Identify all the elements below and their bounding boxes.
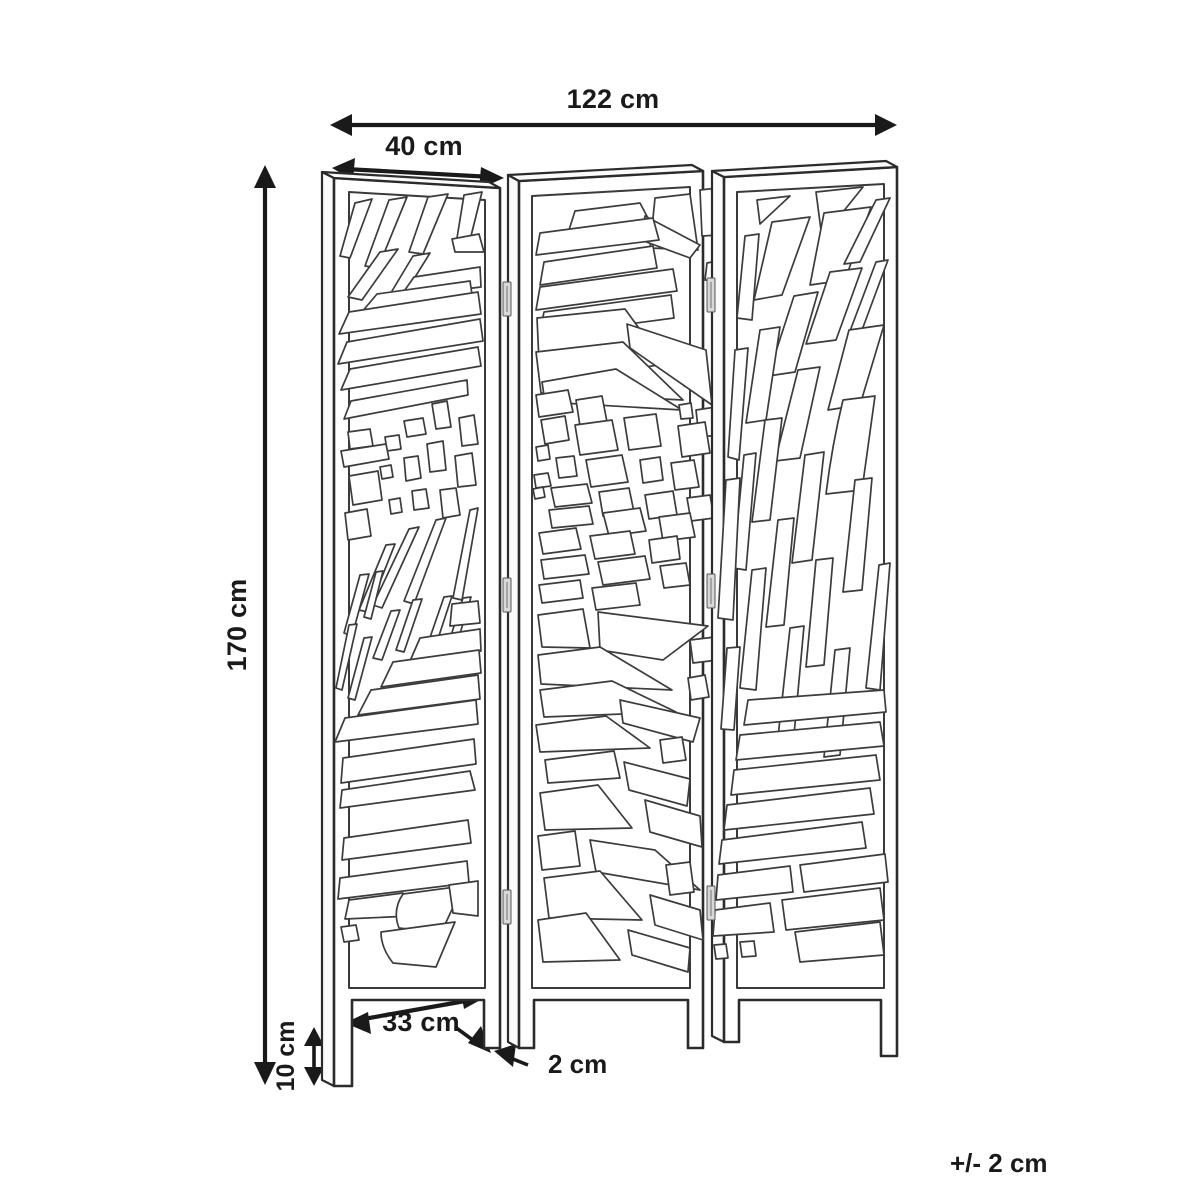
left-panel xyxy=(320,170,502,1088)
dimension-overall-height-label: 170 cm xyxy=(222,579,252,672)
hinge-center-right-upper xyxy=(706,277,716,313)
tolerance-note: +/- 2 cm xyxy=(950,1148,1048,1178)
dimension-panel-thickness-label: 2 cm xyxy=(548,1049,607,1079)
dimension-leg-span: 33 cm xyxy=(345,987,484,1037)
left-panel-side-edge xyxy=(320,170,336,1088)
hinge-left-center-upper xyxy=(502,281,512,317)
dimension-overall-width-label: 122 cm xyxy=(567,84,660,114)
center-panel xyxy=(506,163,722,1050)
dimension-leg-height: 10 cm xyxy=(272,1021,324,1092)
center-panel-inner-frame xyxy=(531,186,691,989)
dimension-leg-span-label: 33 cm xyxy=(382,1007,460,1037)
right-panel-inner-frame xyxy=(736,183,885,989)
hinge-left-center-lower xyxy=(502,889,512,925)
dimension-panel-width-label: 40 cm xyxy=(385,131,463,161)
hinge-center-right-lower xyxy=(706,885,716,921)
center-panel-top-bevel xyxy=(506,163,705,183)
hinge-center-right-middle xyxy=(706,573,716,609)
hinge-left-center-middle xyxy=(502,577,512,613)
left-panel-top-bevel xyxy=(320,170,502,190)
dimension-panel-thickness: 2 cm xyxy=(453,1025,607,1079)
right-panel xyxy=(710,159,899,1058)
right-panel-top-bevel xyxy=(710,159,899,179)
dimension-leg-height-label: 10 cm xyxy=(272,1021,300,1092)
dimension-overall-height: 170 cm xyxy=(222,165,276,1085)
dimension-overall-width: 122 cm xyxy=(330,84,897,136)
dimension-panel-width: 40 cm xyxy=(332,131,504,189)
